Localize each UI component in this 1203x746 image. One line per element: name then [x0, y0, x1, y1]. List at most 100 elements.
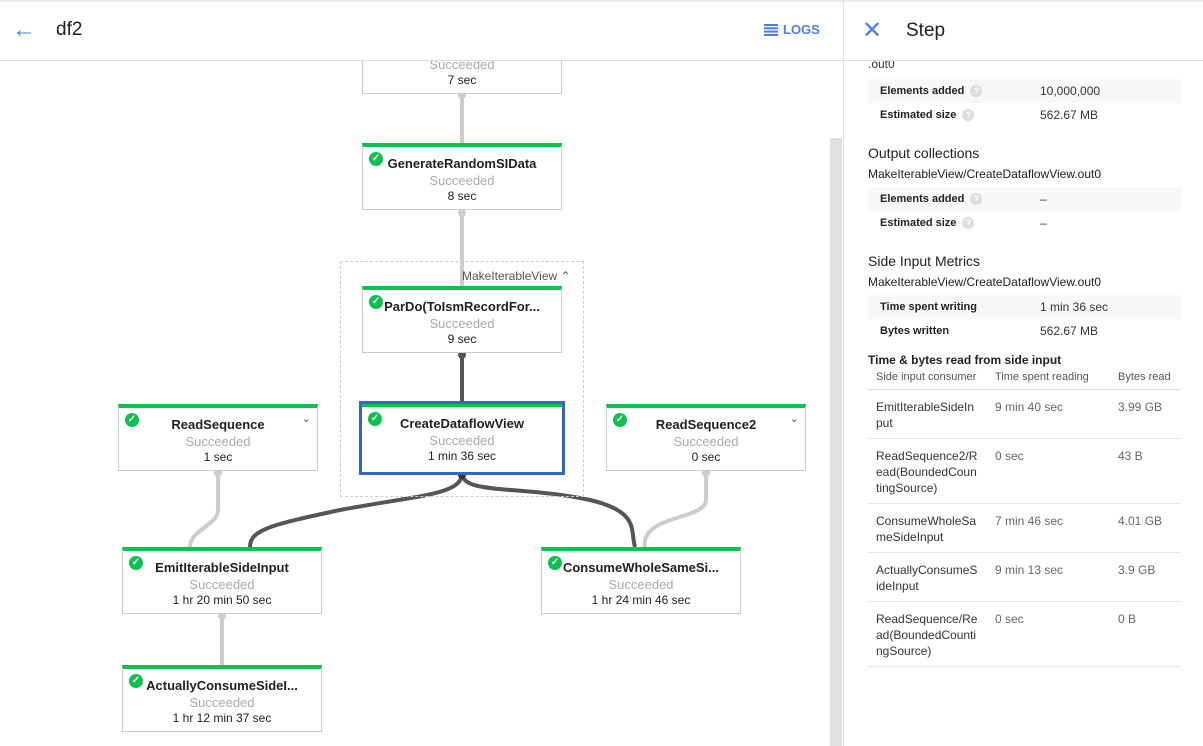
- graph-node-pardo[interactable]: ✓ ParDo(ToIsmRecordFor... Succeeded 9 se…: [362, 286, 562, 353]
- top-bar: ← df2 LOGS: [0, 0, 843, 61]
- edge: [642, 471, 708, 548]
- table-cell: 0 B: [1110, 601, 1181, 667]
- table-row: ReadSequence/Read(BoundedCountingSource)…: [868, 601, 1181, 667]
- node-name: CreateDataflowView: [399, 416, 525, 431]
- node-name: ReadSequence2: [655, 417, 757, 432]
- side-input-table: Side input consumer Time spent reading B…: [868, 369, 1181, 667]
- node-duration: 1 min 36 sec: [427, 449, 497, 463]
- graph-node-generate-random-si-data[interactable]: ✓ GenerateRandomSIData Succeeded 8 sec: [362, 143, 562, 210]
- node-duration: 1 hr 20 min 50 sec: [172, 593, 272, 607]
- graph-node-read-sequence[interactable]: ✓ ⌄ ReadSequence Succeeded 1 sec: [118, 404, 318, 471]
- back-arrow-icon[interactable]: ←: [12, 16, 36, 43]
- chevron-down-icon[interactable]: ⌄: [789, 413, 799, 425]
- logs-label: LOGS: [783, 22, 820, 37]
- check-circle-icon: ✓: [129, 556, 143, 570]
- check-circle-icon: ✓: [369, 152, 383, 166]
- table-cell: 4.01 GB: [1110, 503, 1181, 553]
- step-panel: ✕ Step .out0 Elements added?10,000,000 E…: [843, 0, 1203, 746]
- node-status: Succeeded: [189, 695, 255, 710]
- table-cell: 3.99 GB: [1110, 389, 1181, 439]
- help-icon[interactable]: ?: [962, 109, 975, 122]
- graph-scrollbar[interactable]: [830, 138, 842, 746]
- node-name: ActuallyConsumeSideI...: [146, 678, 298, 693]
- table-cell: ReadSequence/Read(BoundedCountingSource): [868, 601, 987, 667]
- node-name: GenerateRandomSIData: [387, 156, 537, 171]
- help-icon[interactable]: ?: [970, 85, 983, 98]
- edge: [460, 472, 637, 548]
- node-status: Succeeded: [429, 173, 495, 188]
- node-status: Succeeded: [673, 434, 739, 449]
- table-cell: 3.9 GB: [1110, 552, 1181, 602]
- table-cell: EmitIterableSideInput: [868, 389, 987, 439]
- node-duration: 1 hr 24 min 46 sec: [591, 593, 691, 607]
- table-row: ReadSequence2/Read(BoundedCountingSource…: [868, 438, 1181, 504]
- metric-row: Elements added?10,000,000: [868, 79, 1181, 103]
- table-cell: 7 min 46 sec: [987, 503, 1110, 553]
- table-cell: 0 sec: [987, 601, 1110, 667]
- graph-node-create-dataflow-view[interactable]: ✓ CreateDataflowView Succeeded 1 min 36 …: [359, 401, 565, 475]
- node-status: Succeeded: [429, 433, 495, 448]
- check-circle-icon: ✓: [125, 413, 139, 427]
- table-cell: 9 min 40 sec: [987, 389, 1110, 439]
- graph-node-emit-iterable-side-input[interactable]: ✓ EmitIterableSideInput Succeeded 1 hr 2…: [122, 547, 322, 614]
- table-cell: 9 min 13 sec: [987, 552, 1110, 602]
- check-circle-icon: ✓: [129, 674, 143, 688]
- chevron-up-icon[interactable]: ⌃: [560, 269, 571, 283]
- collection-name-cut: .out0: [868, 61, 895, 71]
- node-name: ConsumeWholeSameSi...: [562, 560, 720, 575]
- collection-name: MakeIterableView/CreateDataflowView.out0: [868, 167, 1102, 181]
- table-cell: ReadSequence2/Read(BoundedCountingSource…: [868, 438, 987, 504]
- table-cell: 0 sec: [987, 438, 1110, 504]
- table-cell: 43 B: [1110, 438, 1181, 504]
- node-duration: 7 sec: [447, 73, 477, 87]
- table-cell: ActuallyConsumeSideInput: [868, 552, 987, 602]
- graph-edges: [188, 91, 710, 665]
- list-icon: [764, 23, 778, 36]
- job-title: df2: [56, 19, 83, 40]
- node-status: Succeeded: [429, 316, 495, 331]
- table-cell: ConsumeWholeSameSideInput: [868, 503, 987, 553]
- section-title: Side Input Metrics: [868, 253, 981, 269]
- node-duration: 8 sec: [447, 189, 477, 203]
- check-circle-icon: ✓: [368, 412, 382, 426]
- column-header: Bytes read: [1110, 369, 1181, 390]
- node-status: Succeeded: [608, 577, 674, 592]
- graph-node-actually-consume-side-input[interactable]: ✓ ActuallyConsumeSideI... Succeeded 1 hr…: [122, 665, 322, 732]
- panel-title: Step: [906, 20, 946, 41]
- node-duration: 1 hr 12 min 37 sec: [172, 711, 272, 725]
- node-status: Succeeded: [189, 577, 255, 592]
- group-label[interactable]: MakeIterableView ⌃: [462, 269, 571, 283]
- help-icon[interactable]: ?: [962, 217, 975, 230]
- column-header: Side input consumer: [868, 369, 987, 390]
- node-name: ReadSequence: [171, 417, 265, 432]
- edge: [248, 472, 464, 548]
- node-duration: 1 sec: [203, 450, 233, 464]
- node-duration: 9 sec: [447, 332, 477, 346]
- metric-row: Elements added?–: [868, 187, 1181, 211]
- pipeline-graph[interactable]: MakeIterableView ⌃ Succeeded 7 sec ✓ Gen…: [0, 61, 843, 746]
- graph-node-read-sequence2[interactable]: ✓ ⌄ ReadSequence2 Succeeded 0 sec: [606, 404, 806, 471]
- graph-node-consume-whole-same-side-input[interactable]: ✓ ConsumeWholeSameSi... Succeeded 1 hr 2…: [541, 547, 741, 614]
- check-circle-icon: ✓: [613, 413, 627, 427]
- section-title: Time & bytes read from side input: [868, 353, 1062, 367]
- node-status: Succeeded: [185, 434, 251, 449]
- graph-node[interactable]: Succeeded 7 sec: [362, 61, 562, 94]
- collection-name: MakeIterableView/CreateDataflowView.out0: [868, 275, 1102, 289]
- close-icon[interactable]: ✕: [862, 17, 883, 44]
- chevron-down-icon[interactable]: ⌄: [301, 413, 311, 425]
- node-name: ParDo(ToIsmRecordFor...: [384, 299, 540, 314]
- section-title: Output collections: [868, 145, 980, 161]
- check-circle-icon: ✓: [369, 295, 383, 309]
- check-circle-icon: ✓: [548, 556, 562, 570]
- node-duration: 0 sec: [691, 450, 721, 464]
- logs-button[interactable]: LOGS: [764, 22, 820, 37]
- metric-row: Estimated size?–: [880, 216, 1047, 230]
- help-icon[interactable]: ?: [970, 193, 983, 206]
- column-header: Time spent reading: [987, 369, 1110, 390]
- group-make-iterable-view: [340, 261, 584, 497]
